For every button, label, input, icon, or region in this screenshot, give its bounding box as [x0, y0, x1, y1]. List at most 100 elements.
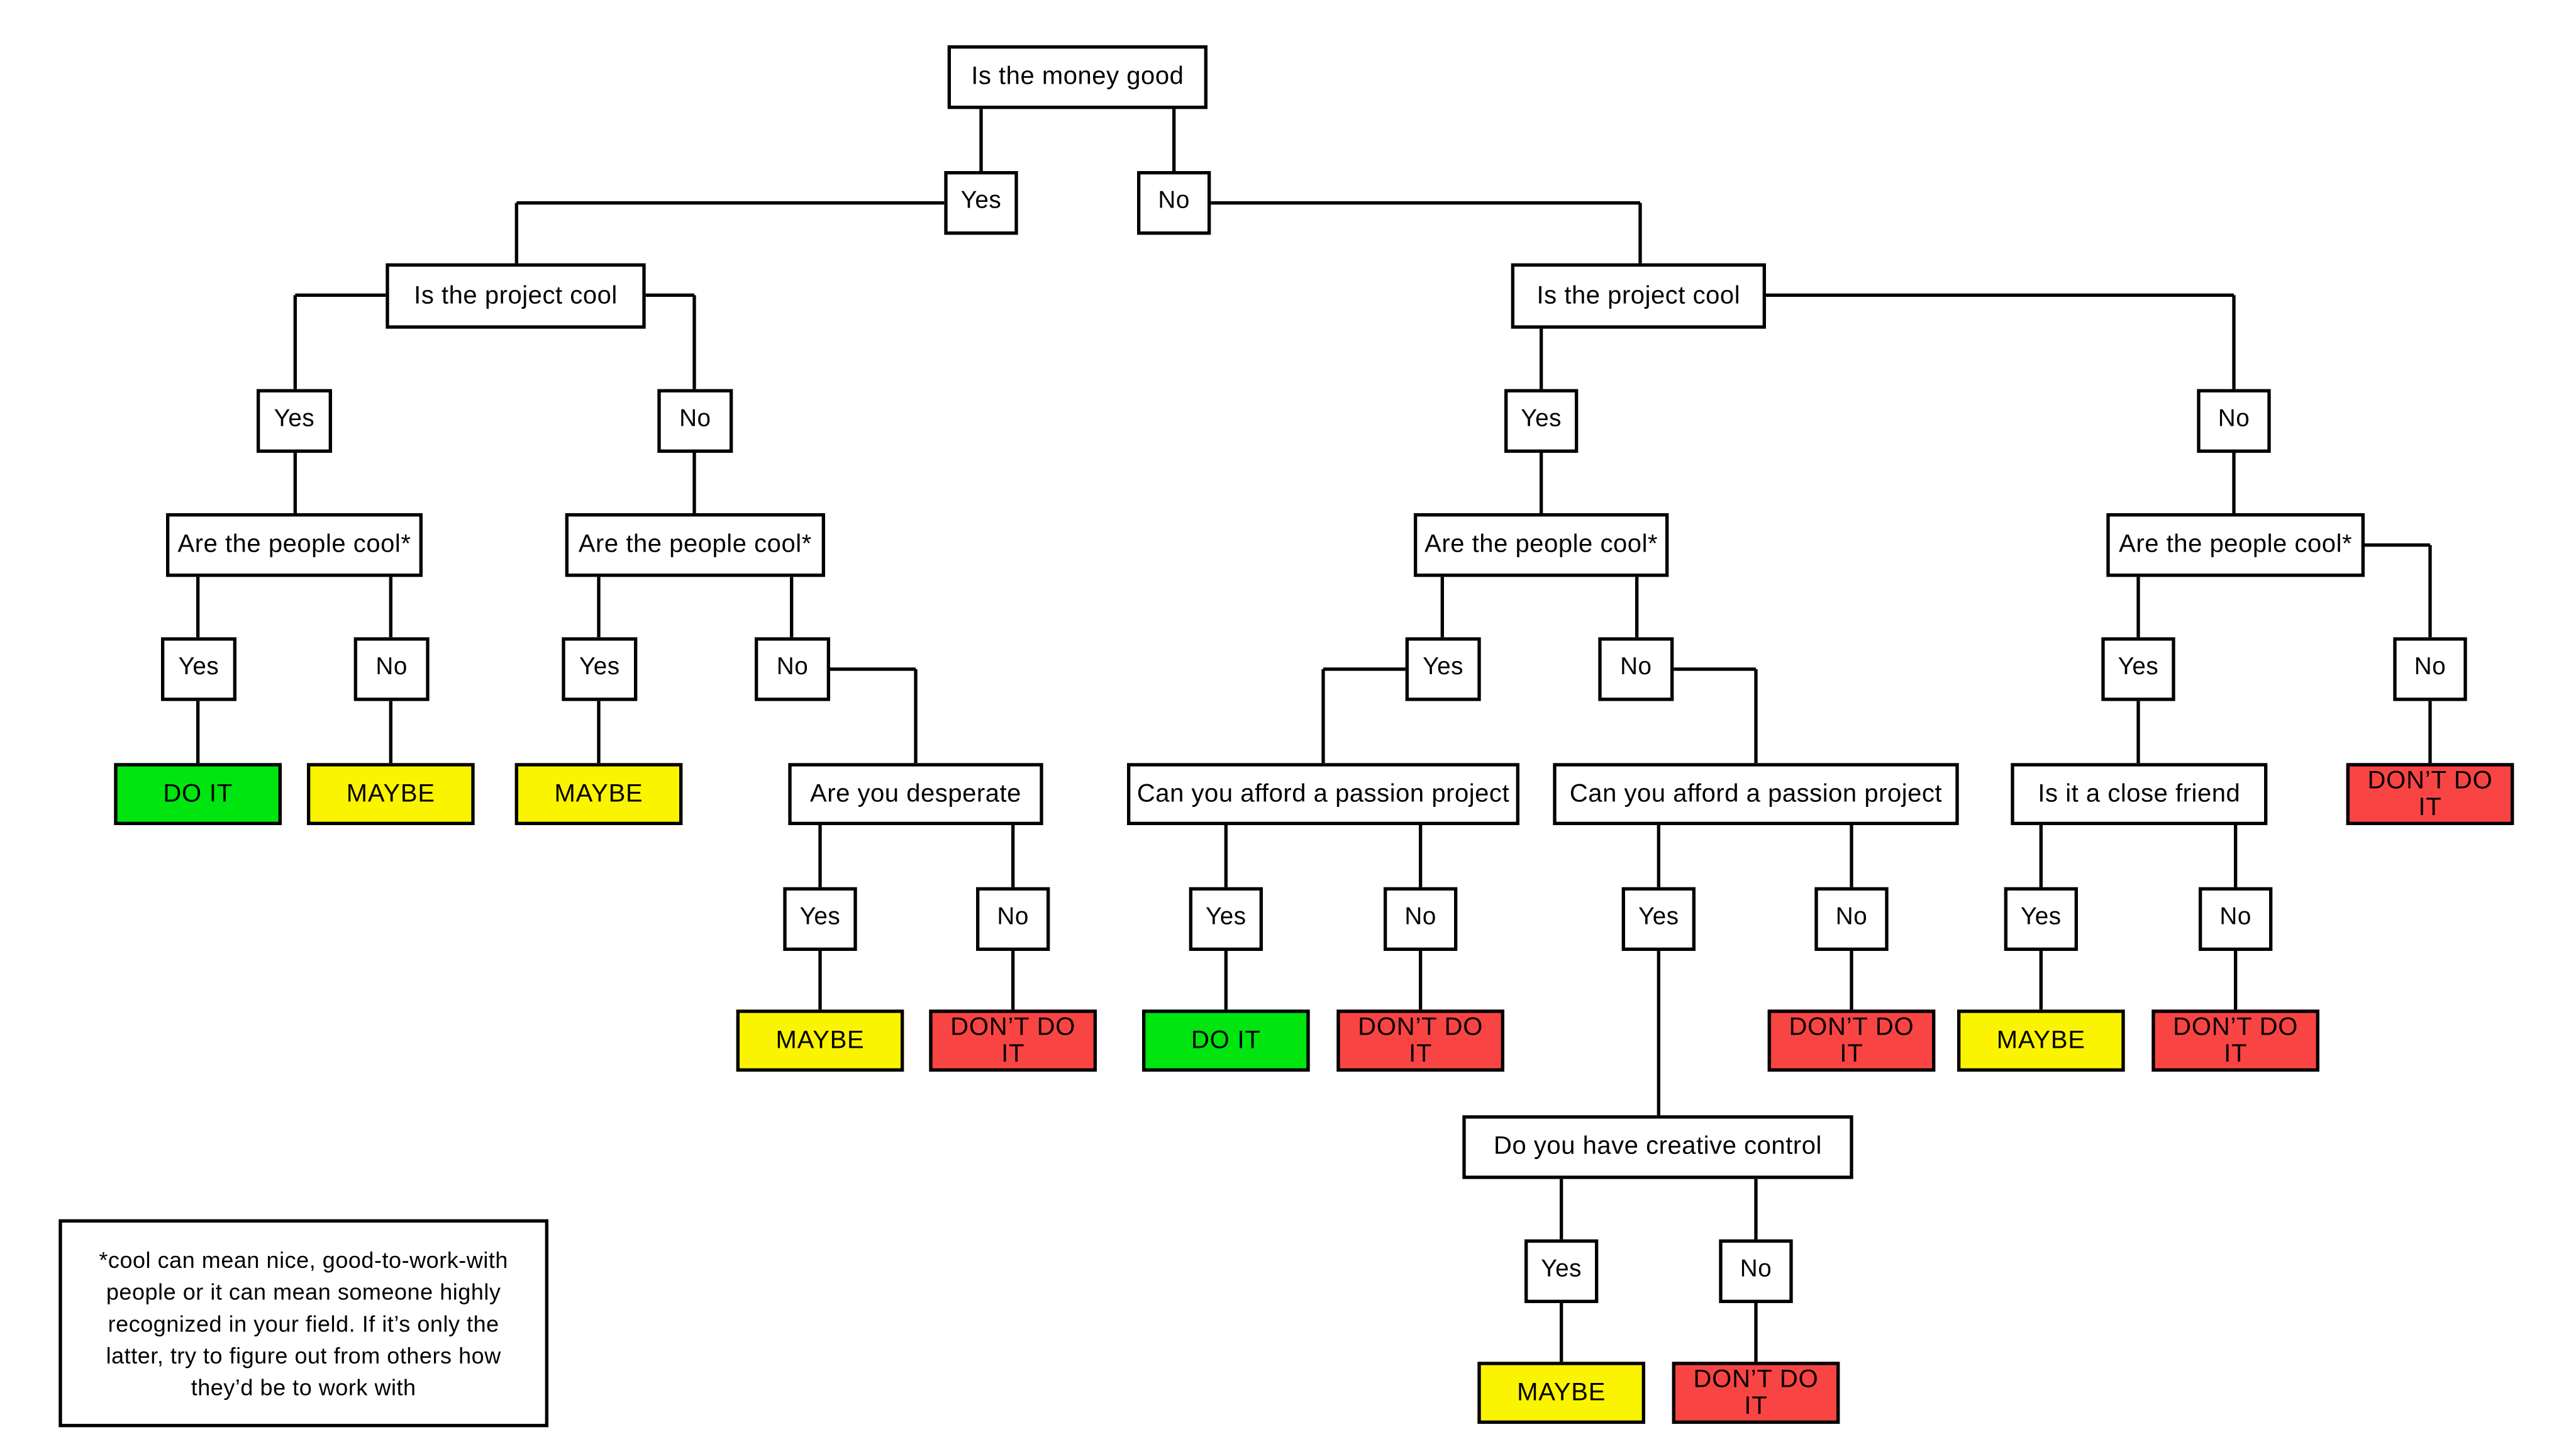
node-maybe4: MAYBE: [1957, 1009, 2125, 1072]
node-doit1: DO IT: [114, 763, 282, 825]
question-label: Can you afford a passion project: [1136, 779, 1510, 808]
node-dont5: DON’T DO IT: [2151, 1009, 2319, 1072]
node-yesD: Yes: [2101, 637, 2175, 701]
question-label: Are the people cool*: [2119, 530, 2353, 559]
node-yesA: Yes: [161, 637, 236, 701]
question-label: Are the people cool*: [1424, 530, 1658, 559]
connector-line: [389, 577, 392, 638]
connector-line: [196, 577, 200, 638]
node-dont6: DON’T DO IT: [1672, 1362, 1840, 1424]
connector-line: [295, 293, 386, 297]
node-passion1: Can you afford a passion project: [1127, 763, 1519, 825]
connector-line: [597, 701, 601, 763]
connector-line: [1419, 951, 1423, 1010]
node-noL2: No: [657, 389, 733, 453]
connector-line: [1754, 1179, 1758, 1240]
node-desperate: Are you desperate: [788, 763, 1043, 825]
connector-line: [2039, 951, 2043, 1010]
outcome-label: DON’T DO IT: [1789, 1013, 1914, 1068]
connector-line: [597, 577, 601, 638]
answer-label: No: [679, 406, 711, 434]
node-noCr: No: [1719, 1239, 1793, 1303]
connector-line: [2428, 701, 2432, 763]
node-yesDesp: Yes: [783, 887, 857, 951]
outcome-label: DO IT: [1191, 1026, 1261, 1055]
answer-label: Yes: [274, 406, 315, 434]
answer-label: Yes: [579, 655, 620, 682]
node-dont2: DON’T DO IT: [929, 1009, 1097, 1072]
connector-line: [2039, 825, 2043, 887]
connector-line: [1638, 203, 1642, 264]
outcome-label: DO IT: [163, 779, 233, 808]
question-label: Is the project cool: [1536, 281, 1741, 310]
connector-line: [2136, 701, 2140, 763]
connector-line: [196, 701, 200, 763]
node-creative: Do you have creative control: [1462, 1115, 1853, 1179]
connector-line: [830, 667, 916, 671]
answer-label: Yes: [960, 188, 1002, 216]
connector-line: [645, 293, 694, 297]
connector-line: [1560, 1303, 1563, 1362]
node-maybe5: MAYBE: [1477, 1362, 1645, 1424]
answer-label: No: [1158, 188, 1190, 216]
connector-line: [1657, 951, 1660, 1116]
node-yesF: Yes: [2004, 887, 2078, 951]
answer-label: Yes: [2020, 904, 2062, 932]
answer-label: No: [2414, 655, 2446, 682]
question-label: Are you desperate: [810, 779, 1021, 808]
answer-label: Yes: [1423, 655, 1463, 682]
connector-line: [293, 295, 297, 389]
connector-line: [1674, 667, 1756, 671]
connector-line: [818, 825, 822, 887]
connector-line: [1850, 951, 1853, 1010]
connector-line: [818, 951, 822, 1010]
connector-line: [2234, 825, 2238, 887]
footnote-box: *cool can mean nice, good-to-work-with p…: [58, 1219, 549, 1428]
node-peopleC: Are the people cool*: [1414, 513, 1669, 577]
connector-line: [1323, 667, 1406, 671]
answer-label: No: [997, 904, 1029, 932]
node-peopleA: Are the people cool*: [166, 513, 423, 577]
node-dont1: DON’T DO IT: [2346, 763, 2514, 825]
answer-label: Yes: [799, 904, 841, 932]
connector-line: [2136, 577, 2140, 638]
node-maybe3: MAYBE: [736, 1009, 904, 1072]
connector-line: [1540, 328, 1543, 389]
answer-label: Yes: [1521, 406, 1562, 434]
node-yesC: Yes: [1405, 637, 1481, 701]
question-label: Is it a close friend: [2038, 779, 2241, 808]
outcome-label: DON’T DO IT: [2173, 1013, 2299, 1068]
connector-line: [1211, 201, 1640, 205]
outcome-label: MAYBE: [775, 1026, 865, 1055]
connector-line: [790, 577, 794, 638]
question-label: Are the people cool*: [578, 530, 812, 559]
connector-line: [2234, 951, 2238, 1010]
node-noDesp: No: [976, 887, 1050, 951]
node-yesP2: Yes: [1621, 887, 1696, 951]
node-noF: No: [2199, 887, 2273, 951]
connector-line: [1850, 825, 1853, 887]
connector-line: [1560, 1179, 1563, 1240]
footnote-text: *cool can mean nice, good-to-work-with p…: [99, 1246, 508, 1400]
connector-line: [2232, 453, 2236, 513]
node-noR2: No: [2197, 389, 2271, 453]
connector-line: [1540, 453, 1543, 513]
outcome-label: DON’T DO IT: [1693, 1365, 1819, 1420]
answer-label: Yes: [1638, 904, 1679, 932]
outcome-label: MAYBE: [1517, 1378, 1606, 1407]
answer-label: No: [1740, 1257, 1772, 1284]
connector-line: [514, 203, 518, 264]
connector-line: [692, 453, 696, 513]
connector-line: [389, 701, 392, 763]
connector-line: [2232, 295, 2236, 389]
node-maybe1: MAYBE: [307, 763, 475, 825]
connector-line: [1419, 825, 1423, 887]
connector-line: [1224, 825, 1228, 887]
connector-line: [914, 669, 918, 763]
node-noB: No: [755, 637, 830, 701]
answer-label: No: [2219, 904, 2251, 932]
node-dont4: DON’T DO IT: [1767, 1009, 1936, 1072]
connector-line: [1172, 109, 1176, 171]
outcome-label: DON’T DO IT: [2367, 766, 2493, 821]
